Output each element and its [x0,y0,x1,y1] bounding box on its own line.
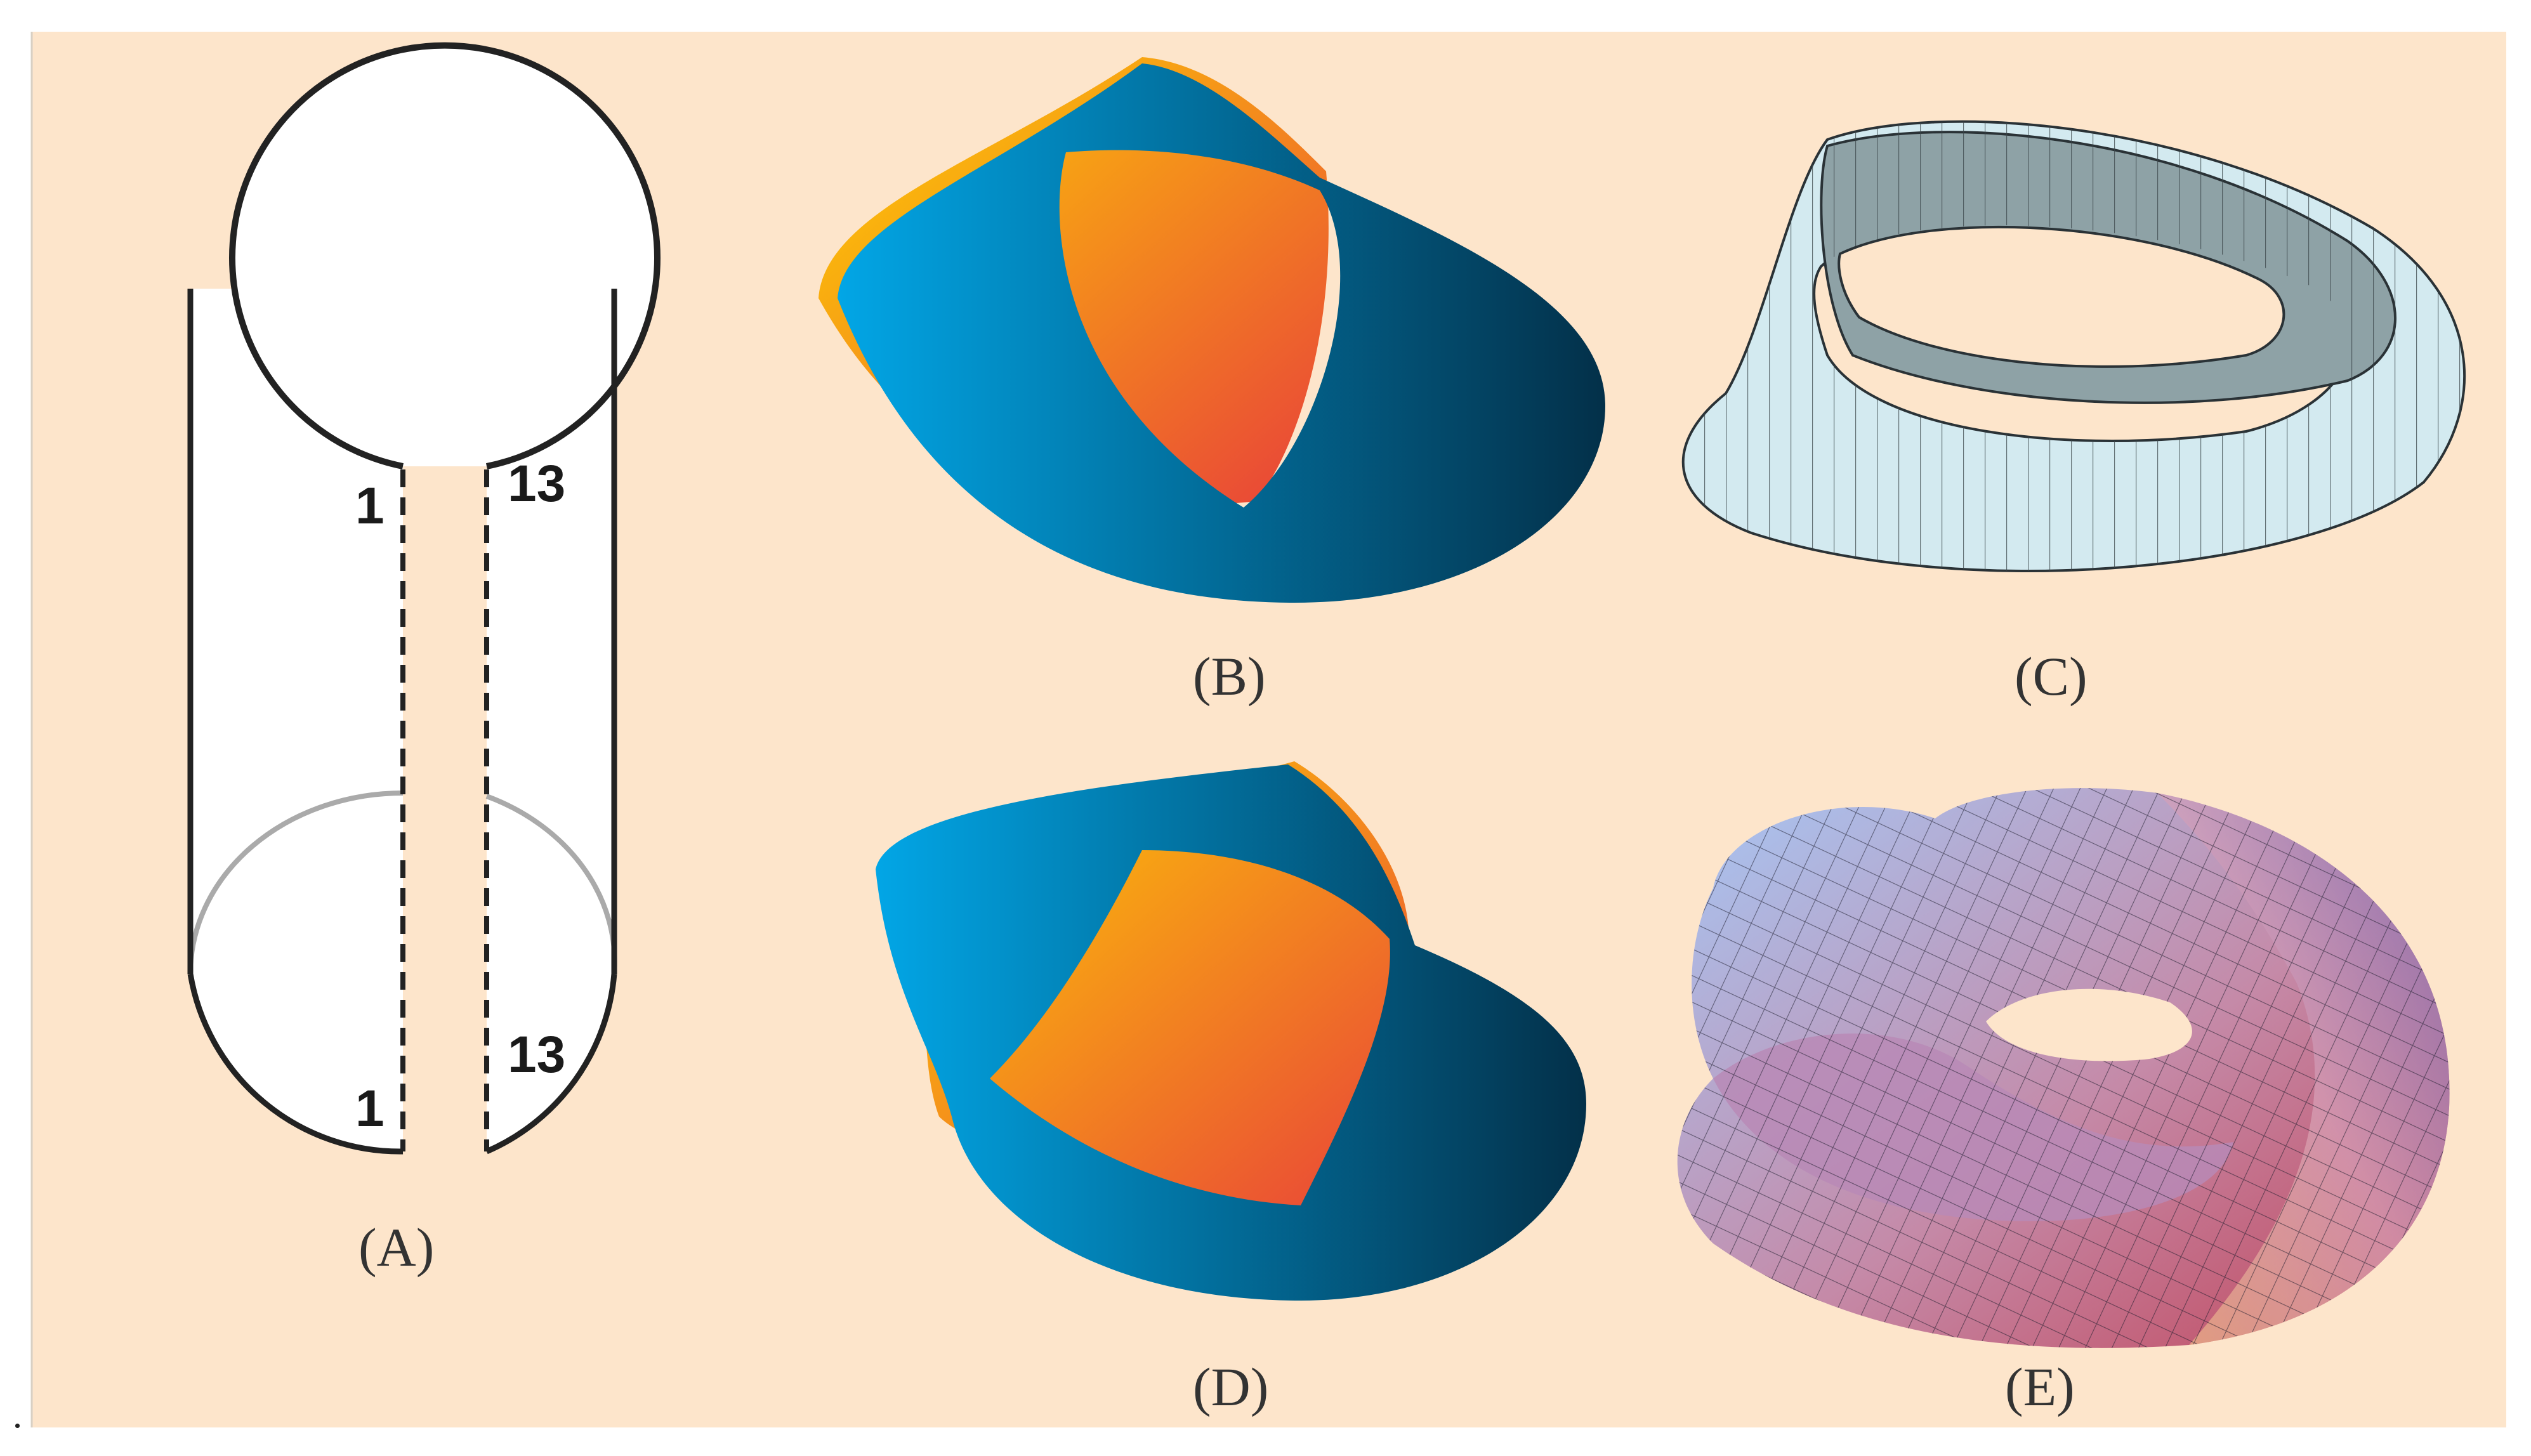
panel-a-cylinder: 1 13 1 13 (A) [187,42,661,1278]
label-1-bottom: 1 [355,1080,385,1138]
cylinder-body-right [487,289,614,1151]
cylinder-cut-gap [403,796,487,1151]
panel-c-segmented-strip: (C) [1681,120,2466,707]
cylinder-body [190,289,403,1152]
label-1-top: 1 [355,477,385,535]
caption-e: (E) [2005,1356,2075,1417]
strip-b-body [838,63,1605,603]
cylinder-top-face [232,45,657,466]
cylinder-top-edge [229,42,661,469]
strip-d-body [876,764,1586,1301]
panel-d-twisted-strip: (D) [876,761,1586,1417]
caption-c: (C) [2015,646,2087,707]
label-13-bottom: 13 [508,1026,565,1084]
strip-c-ribs [1683,121,2465,571]
caption-b: (B) [1193,646,1266,707]
cylinder-bottom-front-edge [187,973,617,1155]
torus-e-grid [1677,788,2450,1348]
panel-e-knotted-torus: (E) [1677,788,2450,1417]
label-13-top: 13 [508,455,565,513]
caption-a: (A) [358,1217,434,1278]
panel-b-mobius-strip: (B) [818,57,1605,707]
caption-d: (D) [1193,1356,1268,1417]
footnote-mark: . [13,1394,22,1436]
